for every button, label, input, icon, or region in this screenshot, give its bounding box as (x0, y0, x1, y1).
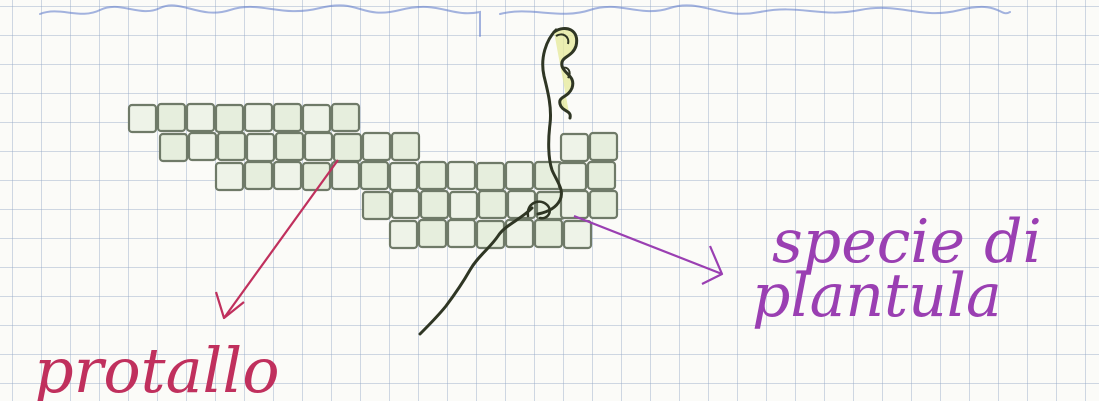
top-handwriting-scribble (40, 5, 1010, 36)
prothallus-cell (247, 134, 274, 161)
prothallus-cell (590, 191, 617, 218)
prothallus-cell (332, 104, 359, 131)
prothallus-cell (216, 105, 243, 132)
prothallus-cell (160, 134, 187, 161)
prothallus-cell (390, 221, 417, 248)
prothallus-cell (332, 162, 359, 189)
prothallus-cell (334, 134, 361, 161)
prothallus-cell (187, 104, 214, 131)
protallo-label: protallo (34, 334, 280, 401)
prothallus-cell (274, 104, 301, 131)
prothallus-cell (392, 133, 419, 160)
prothallus-cell (216, 163, 243, 190)
prothallus-cell (419, 162, 446, 189)
prothallus-cell (392, 191, 419, 218)
specie-label-line2: plantula (752, 261, 1002, 331)
prothallus-cell (448, 220, 475, 247)
prothallus-cell (158, 104, 185, 131)
prothallus-cell (588, 162, 615, 189)
prothallus-cell (479, 191, 506, 218)
plantula-arrowhead (702, 246, 722, 284)
prothallus-cell (419, 220, 446, 247)
prothallus-cell (450, 192, 477, 219)
prothallus-cell (559, 163, 586, 190)
prothallus-cells (129, 104, 617, 248)
prothallus-cell (245, 104, 272, 131)
prothallus-cell (561, 191, 588, 218)
prothallus-cell (129, 105, 156, 132)
prothallus-cell (477, 163, 504, 190)
prothallus-cell (506, 162, 533, 189)
prothallus-cell (303, 105, 330, 132)
prothallus-cell (561, 134, 588, 161)
prothallus-cell (390, 163, 417, 190)
prothallus-cell (564, 221, 591, 248)
prothallus-cell (218, 133, 245, 160)
prothallus-cell (276, 133, 303, 160)
prothallus-cell (363, 192, 390, 219)
prothallus-cell (535, 220, 562, 247)
plantula-arrow (574, 216, 722, 274)
prothallus-cell (448, 162, 475, 189)
young-frond-icon (554, 28, 577, 118)
prothallus-cell (189, 133, 216, 160)
prothallus-cell (361, 162, 388, 189)
prothallus-cell (363, 133, 390, 160)
prothallus-cell (245, 162, 272, 189)
prothallus-cell (421, 191, 448, 218)
prothallus-cell (590, 133, 617, 160)
prothallus-cell (305, 133, 332, 160)
prothallus-cell (274, 162, 301, 189)
